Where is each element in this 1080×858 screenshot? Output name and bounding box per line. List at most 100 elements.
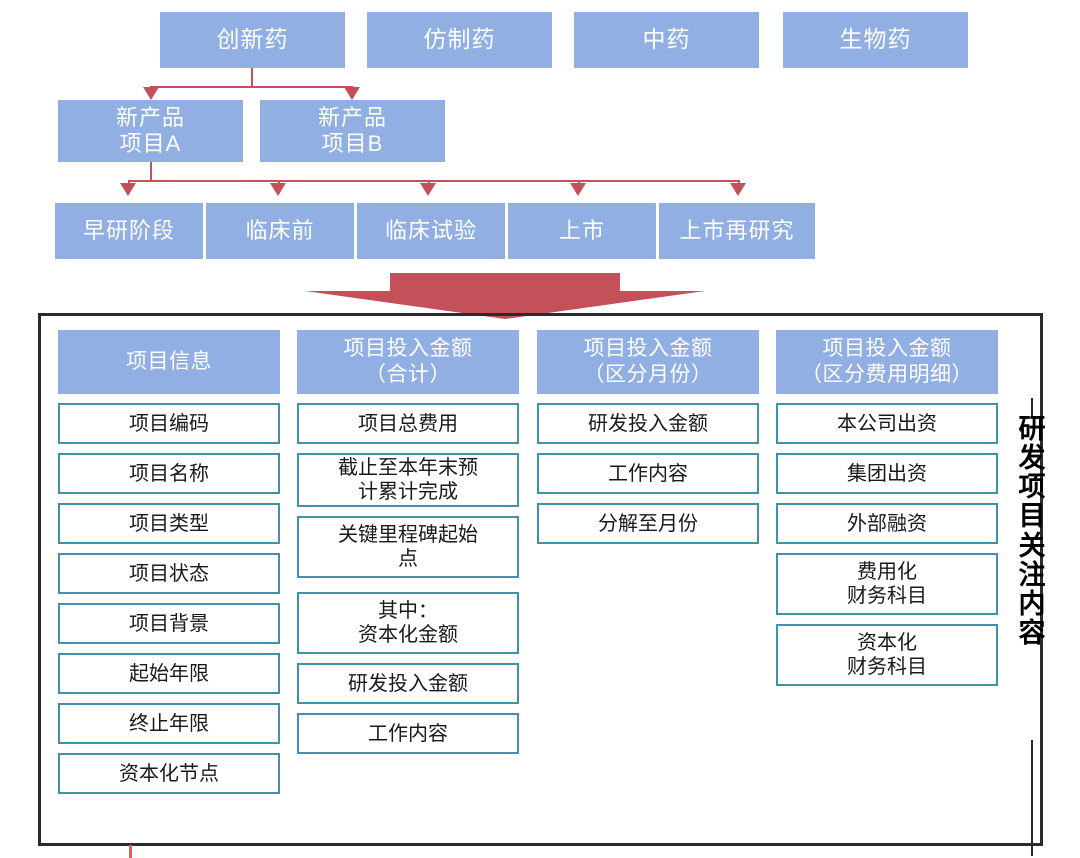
cell-label: 研发投入金额 bbox=[348, 672, 468, 695]
list-item[interactable]: 资本化 财务科目 bbox=[776, 624, 998, 686]
side-title-char: 关 bbox=[1018, 530, 1046, 561]
project-box-b[interactable]: 新产品 项目B bbox=[260, 100, 445, 162]
table-column-project-info: 项目信息 项目编码 项目名称 项目类型 项目状态 项目背景 起始年限 终止年限 … bbox=[58, 330, 280, 794]
stage-box-market-launch[interactable]: 上市 bbox=[508, 203, 656, 259]
cell-label: 项目总费用 bbox=[358, 412, 458, 435]
category-label: 中药 bbox=[642, 26, 691, 53]
list-item[interactable]: 费用化 财务科目 bbox=[776, 553, 998, 615]
cell-label: 工作内容 bbox=[608, 462, 688, 485]
side-title-rule-bottom bbox=[1031, 740, 1033, 856]
category-box-generic-drug[interactable]: 仿制药 bbox=[367, 12, 552, 68]
project-label-line2: 项目B bbox=[321, 131, 384, 156]
list-item[interactable]: 终止年限 bbox=[58, 703, 280, 744]
list-item[interactable]: 本公司出资 bbox=[776, 403, 998, 444]
cell-label: 项目编码 bbox=[129, 412, 209, 435]
stage-box-early-research[interactable]: 早研阶段 bbox=[55, 203, 203, 259]
column-header-line2: （区分月份） bbox=[583, 363, 713, 386]
stage-box-post-market-research[interactable]: 上市再研究 bbox=[659, 203, 815, 259]
list-item[interactable]: 项目名称 bbox=[58, 453, 280, 494]
list-item[interactable]: 截止至本年末预 计累计完成 bbox=[297, 453, 519, 507]
side-title-char: 目 bbox=[1018, 501, 1046, 532]
project-label-line1: 新产品 bbox=[115, 105, 185, 131]
column-header-line1: 项目信息 bbox=[126, 350, 212, 374]
table-column-investment-by-month: 项目投入金额 （区分月份） 研发投入金额 工作内容 分解至月份 bbox=[537, 330, 759, 544]
cell-label: 起始年限 bbox=[129, 662, 209, 685]
list-item[interactable]: 分解至月份 bbox=[537, 503, 759, 544]
large-down-arrow-icon bbox=[305, 273, 705, 319]
cell-label-line1: 费用化 bbox=[857, 561, 917, 583]
cell-label-line2: 点 bbox=[398, 548, 418, 570]
column-header-line1: 项目投入金额 bbox=[822, 337, 952, 361]
list-item[interactable]: 项目类型 bbox=[58, 503, 280, 544]
cell-label-line1: 关键里程碑起始 bbox=[338, 524, 478, 546]
side-title-char: 项 bbox=[1018, 472, 1046, 503]
bottom-red-tick-marker bbox=[129, 845, 132, 858]
category-box-biologic-drug[interactable]: 生物药 bbox=[783, 12, 968, 68]
side-title-char: 发 bbox=[1018, 443, 1046, 474]
list-item[interactable]: 集团出资 bbox=[776, 453, 998, 494]
column-header: 项目投入金额 （合计） bbox=[297, 330, 519, 394]
list-item[interactable]: 工作内容 bbox=[537, 453, 759, 494]
cell-label: 研发投入金额 bbox=[588, 412, 708, 435]
stage-label: 早研阶段 bbox=[82, 218, 175, 244]
project-label-line2: 项目A bbox=[119, 131, 182, 156]
cell-label: 项目名称 bbox=[129, 462, 209, 485]
stage-label: 临床前 bbox=[245, 218, 315, 244]
stage-box-clinical-trial[interactable]: 临床试验 bbox=[357, 203, 505, 259]
connector-arrowhead bbox=[344, 87, 360, 100]
cell-label-line1: 其中： bbox=[378, 600, 438, 622]
list-item[interactable]: 起始年限 bbox=[58, 653, 280, 694]
cell-label: 终止年限 bbox=[129, 712, 209, 735]
cell-label: 资本化节点 bbox=[119, 762, 219, 785]
side-title-char: 研 bbox=[1018, 414, 1046, 444]
cell-label: 本公司出资 bbox=[837, 412, 937, 435]
category-box-innovative-drug[interactable]: 创新药 bbox=[160, 12, 345, 68]
list-item[interactable]: 外部融资 bbox=[776, 503, 998, 544]
connector-line-horizontal bbox=[128, 180, 739, 182]
cell-label: 工作内容 bbox=[368, 722, 448, 745]
stage-label: 临床试验 bbox=[384, 218, 477, 244]
side-title-char: 容 bbox=[1018, 618, 1046, 649]
column-header: 项目投入金额 （区分月份） bbox=[537, 330, 759, 394]
cell-label: 分解至月份 bbox=[598, 512, 698, 535]
stage-label: 上市再研究 bbox=[679, 218, 795, 244]
column-header-line2: （合计） bbox=[365, 363, 451, 386]
list-item[interactable]: 项目背景 bbox=[58, 603, 280, 644]
connector-arrowhead bbox=[120, 183, 136, 196]
stage-label: 上市 bbox=[558, 218, 605, 244]
cell-label: 集团出资 bbox=[847, 462, 927, 485]
list-item[interactable]: 其中： 资本化金额 bbox=[297, 592, 519, 654]
connector-line-horizontal bbox=[150, 86, 352, 88]
list-item[interactable]: 工作内容 bbox=[297, 713, 519, 754]
list-item[interactable]: 项目状态 bbox=[58, 553, 280, 594]
stage-box-preclinical[interactable]: 临床前 bbox=[206, 203, 354, 259]
connector-arrowhead bbox=[420, 183, 436, 196]
connector-arrowhead bbox=[730, 183, 746, 196]
list-item[interactable]: 研发投入金额 bbox=[297, 663, 519, 704]
cell-label-line2: 资本化金额 bbox=[358, 624, 458, 646]
connector-arrowhead bbox=[143, 87, 159, 100]
connector-line-vertical bbox=[150, 162, 152, 181]
side-title-char: 注 bbox=[1018, 559, 1046, 590]
cell-label-line2: 财务科目 bbox=[847, 585, 927, 607]
column-header: 项目投入金额 （区分费用明细） bbox=[776, 330, 998, 394]
category-label: 创新药 bbox=[216, 26, 289, 53]
category-label: 仿制药 bbox=[423, 26, 496, 53]
list-item[interactable]: 项目编码 bbox=[58, 403, 280, 444]
cell-label: 外部融资 bbox=[847, 512, 927, 535]
side-title-rule-top bbox=[1031, 398, 1033, 416]
cell-label-line2: 财务科目 bbox=[847, 656, 927, 678]
cell-label-line2: 计累计完成 bbox=[358, 481, 458, 503]
list-item[interactable]: 资本化节点 bbox=[58, 753, 280, 794]
list-item[interactable]: 研发投入金额 bbox=[537, 403, 759, 444]
category-label: 生物药 bbox=[839, 26, 912, 53]
project-label-line1: 新产品 bbox=[317, 105, 387, 131]
side-title-char: 内 bbox=[1018, 588, 1046, 619]
cell-label: 项目状态 bbox=[129, 562, 209, 585]
project-box-a[interactable]: 新产品 项目A bbox=[58, 100, 243, 162]
category-box-tcm[interactable]: 中药 bbox=[574, 12, 759, 68]
list-item[interactable]: 项目总费用 bbox=[297, 403, 519, 444]
list-item[interactable]: 关键里程碑起始 点 bbox=[297, 516, 519, 578]
content-frame bbox=[38, 313, 1043, 846]
